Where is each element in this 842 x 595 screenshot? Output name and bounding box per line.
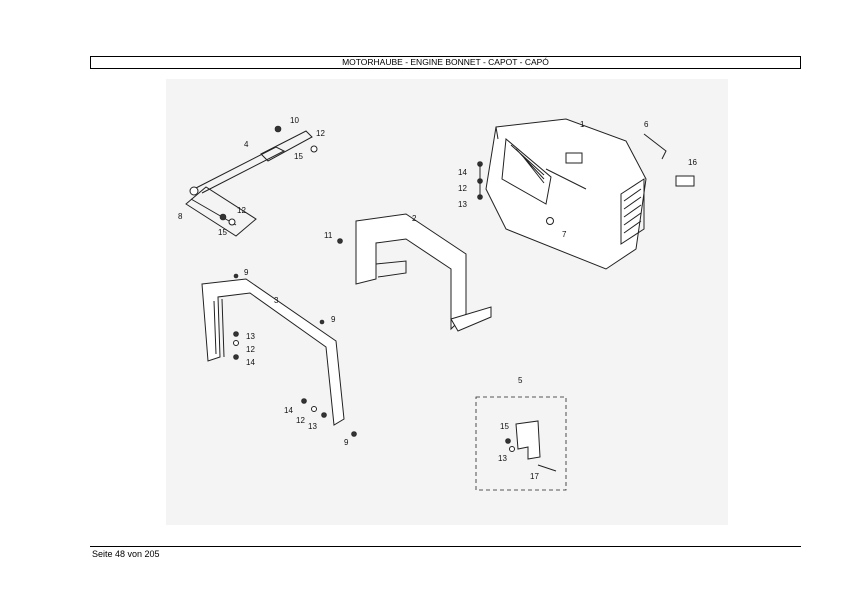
part-number: 15 (500, 422, 509, 431)
part-number: 13 (458, 200, 467, 209)
front-frame-part (337, 213, 492, 332)
parts-diagram-svg: 1 2 3 4 5 6 7 8 9 9 9 10 11 12 12 12 12 … (178, 116, 697, 491)
part-number: 2 (412, 214, 417, 223)
page-number: Seite 48 von 205 (92, 549, 160, 559)
part-number: 6 (644, 120, 649, 129)
part-number: 8 (178, 212, 183, 221)
part-number: 9 (344, 438, 349, 447)
part-number: 10 (290, 116, 299, 125)
part-number: 17 (530, 472, 539, 481)
part-number: 16 (688, 158, 697, 167)
bonnet-fasteners (477, 133, 695, 225)
part-number: 12 (237, 206, 246, 215)
part-number: 5 (518, 376, 523, 385)
part-number: 12 (458, 184, 467, 193)
part-number: 13 (498, 454, 507, 463)
part-number: 1 (580, 120, 585, 129)
part-number: 14 (458, 168, 467, 177)
part-number: 14 (246, 358, 255, 367)
roll-bar-part (201, 273, 357, 437)
part-number: 15 (218, 228, 227, 237)
part-number: 4 (244, 140, 249, 149)
footer-divider (90, 546, 801, 547)
part-number: 13 (246, 332, 255, 341)
part-number: 12 (296, 416, 305, 425)
part-number: 7 (562, 230, 567, 239)
gas-spring-part (185, 125, 318, 237)
part-number: 13 (308, 422, 317, 431)
exploded-parts-drawing: 1 2 3 4 5 6 7 8 9 9 9 10 11 12 12 12 12 … (166, 79, 728, 525)
page-title: MOTORHAUBE - ENGINE BONNET - CAPOT - CAP… (90, 56, 801, 69)
part-number: 9 (331, 315, 336, 324)
part-number: 12 (316, 129, 325, 138)
part-number: 3 (274, 296, 279, 305)
part-number: 11 (324, 231, 333, 240)
part-number: 12 (246, 345, 255, 354)
part-number: 14 (284, 406, 293, 415)
engine-bonnet-part (485, 118, 647, 270)
part-number: 15 (294, 152, 303, 161)
bracket-detail-box (475, 396, 567, 491)
part-number: 9 (244, 268, 249, 277)
